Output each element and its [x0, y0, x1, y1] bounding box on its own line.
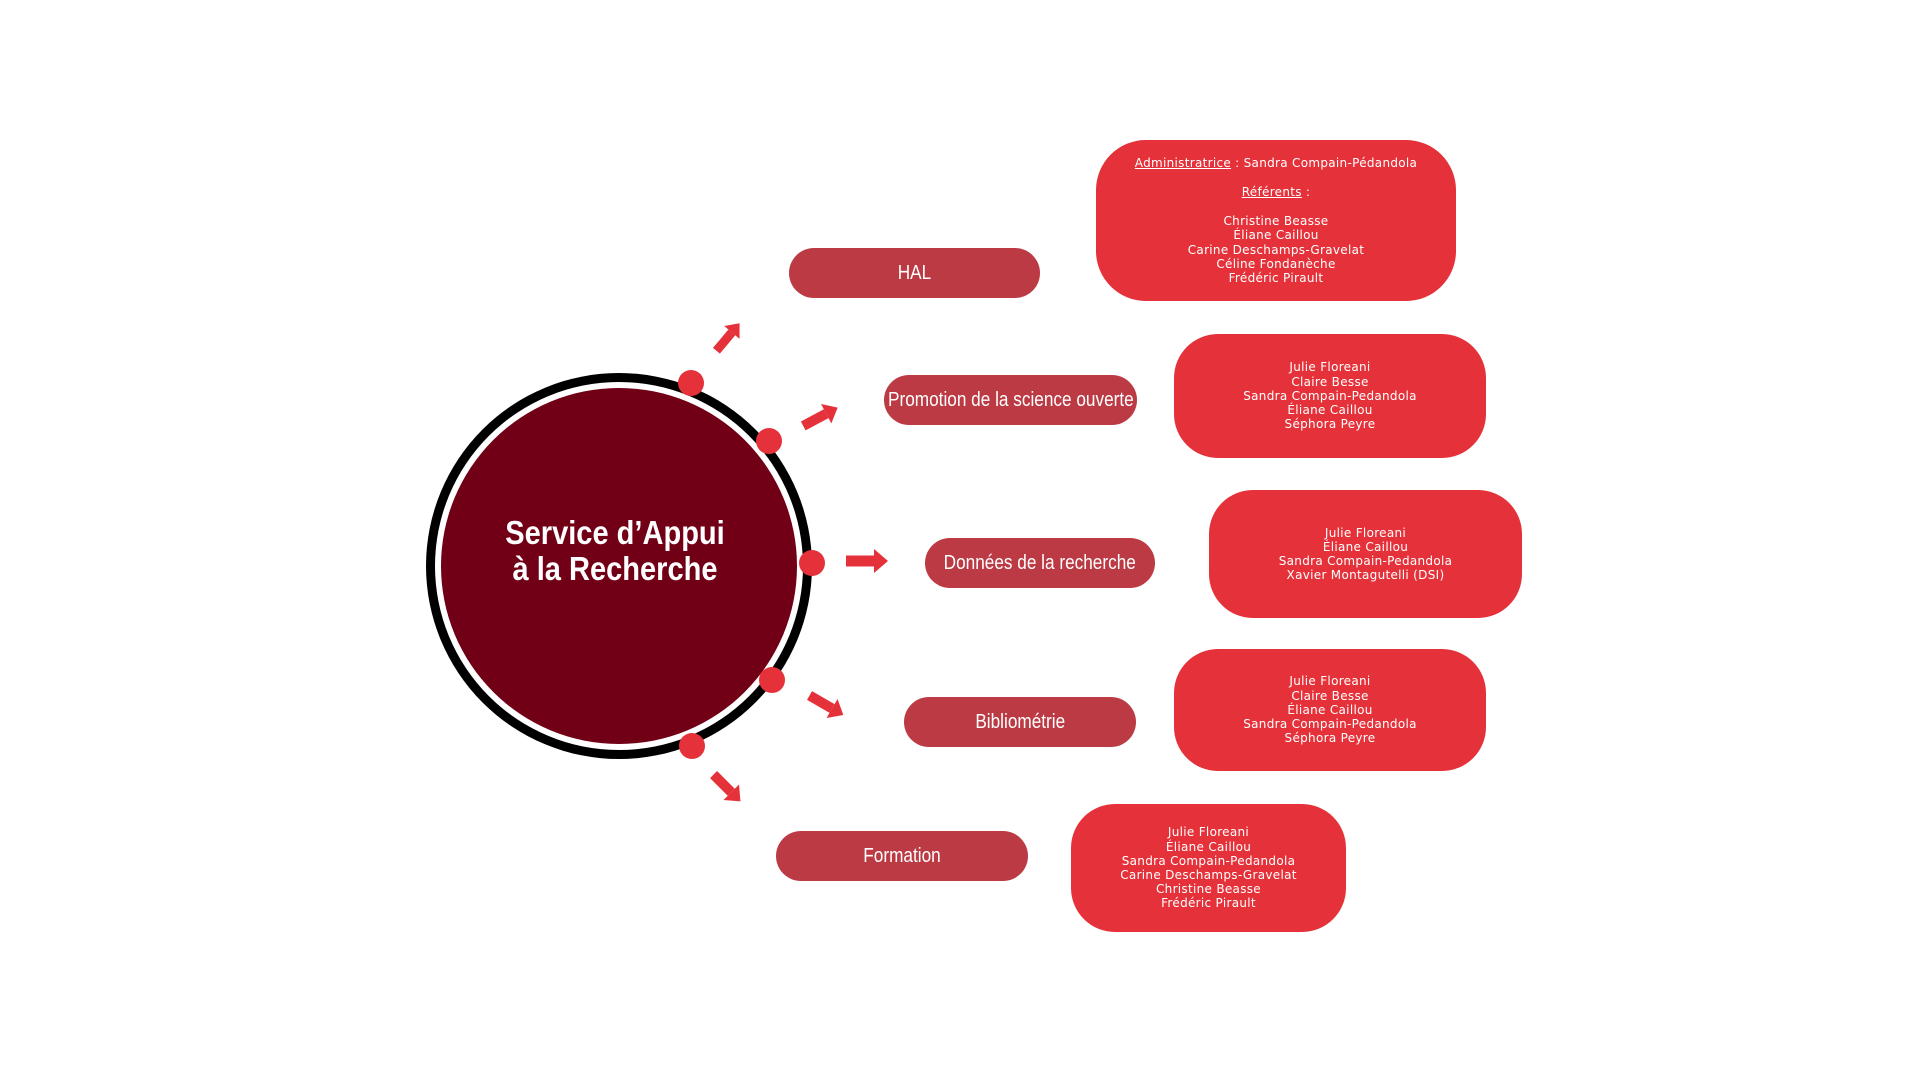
member-name: Sandra Compain-Pedandola [1278, 554, 1453, 568]
category-label: HAL [897, 261, 932, 284]
category-label: Formation [863, 844, 941, 867]
member-name: Julie Floreani [1167, 825, 1250, 840]
referents-label: Référents [1241, 184, 1302, 199]
member-name: Éliane Caillou [1233, 228, 1319, 243]
category-pill-bibliometrie: Bibliométrie [904, 697, 1136, 747]
member-name: Claire Besse [1291, 688, 1369, 703]
members-box-bibliometrie: Julie Floreani Claire Besse Éliane Caill… [1174, 649, 1486, 771]
member-name: Sandra Compain-Pedandola [1243, 388, 1417, 403]
member-name: Carine Deschamps-Gravelat [1187, 242, 1365, 257]
member-name: Carine Deschamps-Gravelat [1120, 868, 1297, 882]
member-name: Éliane Caillou [1287, 403, 1373, 418]
referents-line: Référents : [1242, 185, 1311, 199]
admin-line: Administratrice : Sandra Compain-Pédando… [1135, 156, 1417, 170]
members-box-hal: Administratrice : Sandra Compain-Pédando… [1096, 140, 1456, 301]
arrow-donnees [846, 549, 888, 573]
member-name: Frédéric Pirault [1161, 896, 1256, 911]
title-line-2: à la Recherche [512, 550, 718, 587]
members-box-formation: Julie Floreani Éliane Caillou Sandra Com… [1071, 804, 1346, 932]
arrow-hal [712, 323, 740, 354]
diagram-title: Service d’Appui à la Recherche [474, 515, 756, 587]
member-name: Xavier Montagutelli (DSI) [1286, 568, 1445, 583]
member-name: Christine Beasse [1223, 214, 1329, 229]
arrow-bibliometrie [807, 691, 844, 719]
connector-dot-bibliometrie [759, 667, 785, 693]
connector-dot-donnees [799, 550, 825, 576]
member-name: Sandra Compain-Pedandola [1243, 717, 1417, 732]
category-pill-promotion: Promotion de la science ouverte [884, 375, 1137, 425]
member-name: Frédéric Pirault [1228, 271, 1324, 285]
members-box-promotion: Julie Floreani Claire Besse Sandra Compa… [1174, 334, 1486, 458]
category-pill-formation: Formation [776, 831, 1028, 881]
arrow-formation [710, 771, 741, 802]
category-label: Promotion de la science ouverte [887, 388, 1134, 411]
member-name: Éliane Caillou [1322, 539, 1409, 554]
admin-name: Sandra Compain-Pédandola [1243, 155, 1418, 170]
member-name: Séphora Peyre [1284, 731, 1376, 746]
member-name: Claire Besse [1291, 374, 1369, 389]
member-name: Christine Beasse [1155, 882, 1261, 897]
connector-dot-formation [679, 733, 705, 759]
center-circle [441, 388, 797, 744]
arrow-promotion [800, 404, 838, 431]
member-name: Julie Floreani [1289, 674, 1371, 689]
members-box-donnees: Julie Floreani Éliane Caillou Sandra Com… [1209, 490, 1522, 618]
admin-label: Administratrice [1134, 155, 1232, 170]
category-label: Données de la recherche [943, 551, 1137, 574]
admin-separator: : [1231, 155, 1244, 170]
member-name: Séphora Peyre [1284, 417, 1376, 432]
connector-dot-hal [678, 370, 704, 396]
member-name: Sandra Compain-Pedandola [1121, 853, 1296, 868]
member-name: Julie Floreani [1324, 525, 1407, 540]
connector-dot-promotion [756, 428, 782, 454]
title-line-1: Service d’Appui [505, 514, 725, 551]
member-name: Céline Fondanèche [1216, 256, 1336, 271]
category-label: Bibliométrie [975, 710, 1065, 733]
member-name: Julie Floreani [1289, 360, 1371, 375]
category-pill-donnees: Données de la recherche [925, 538, 1155, 588]
category-pill-hal: HAL [789, 248, 1040, 298]
member-name: Éliane Caillou [1287, 702, 1373, 717]
member-name: Éliane Caillou [1165, 839, 1252, 854]
referents-separator: : [1301, 184, 1311, 199]
